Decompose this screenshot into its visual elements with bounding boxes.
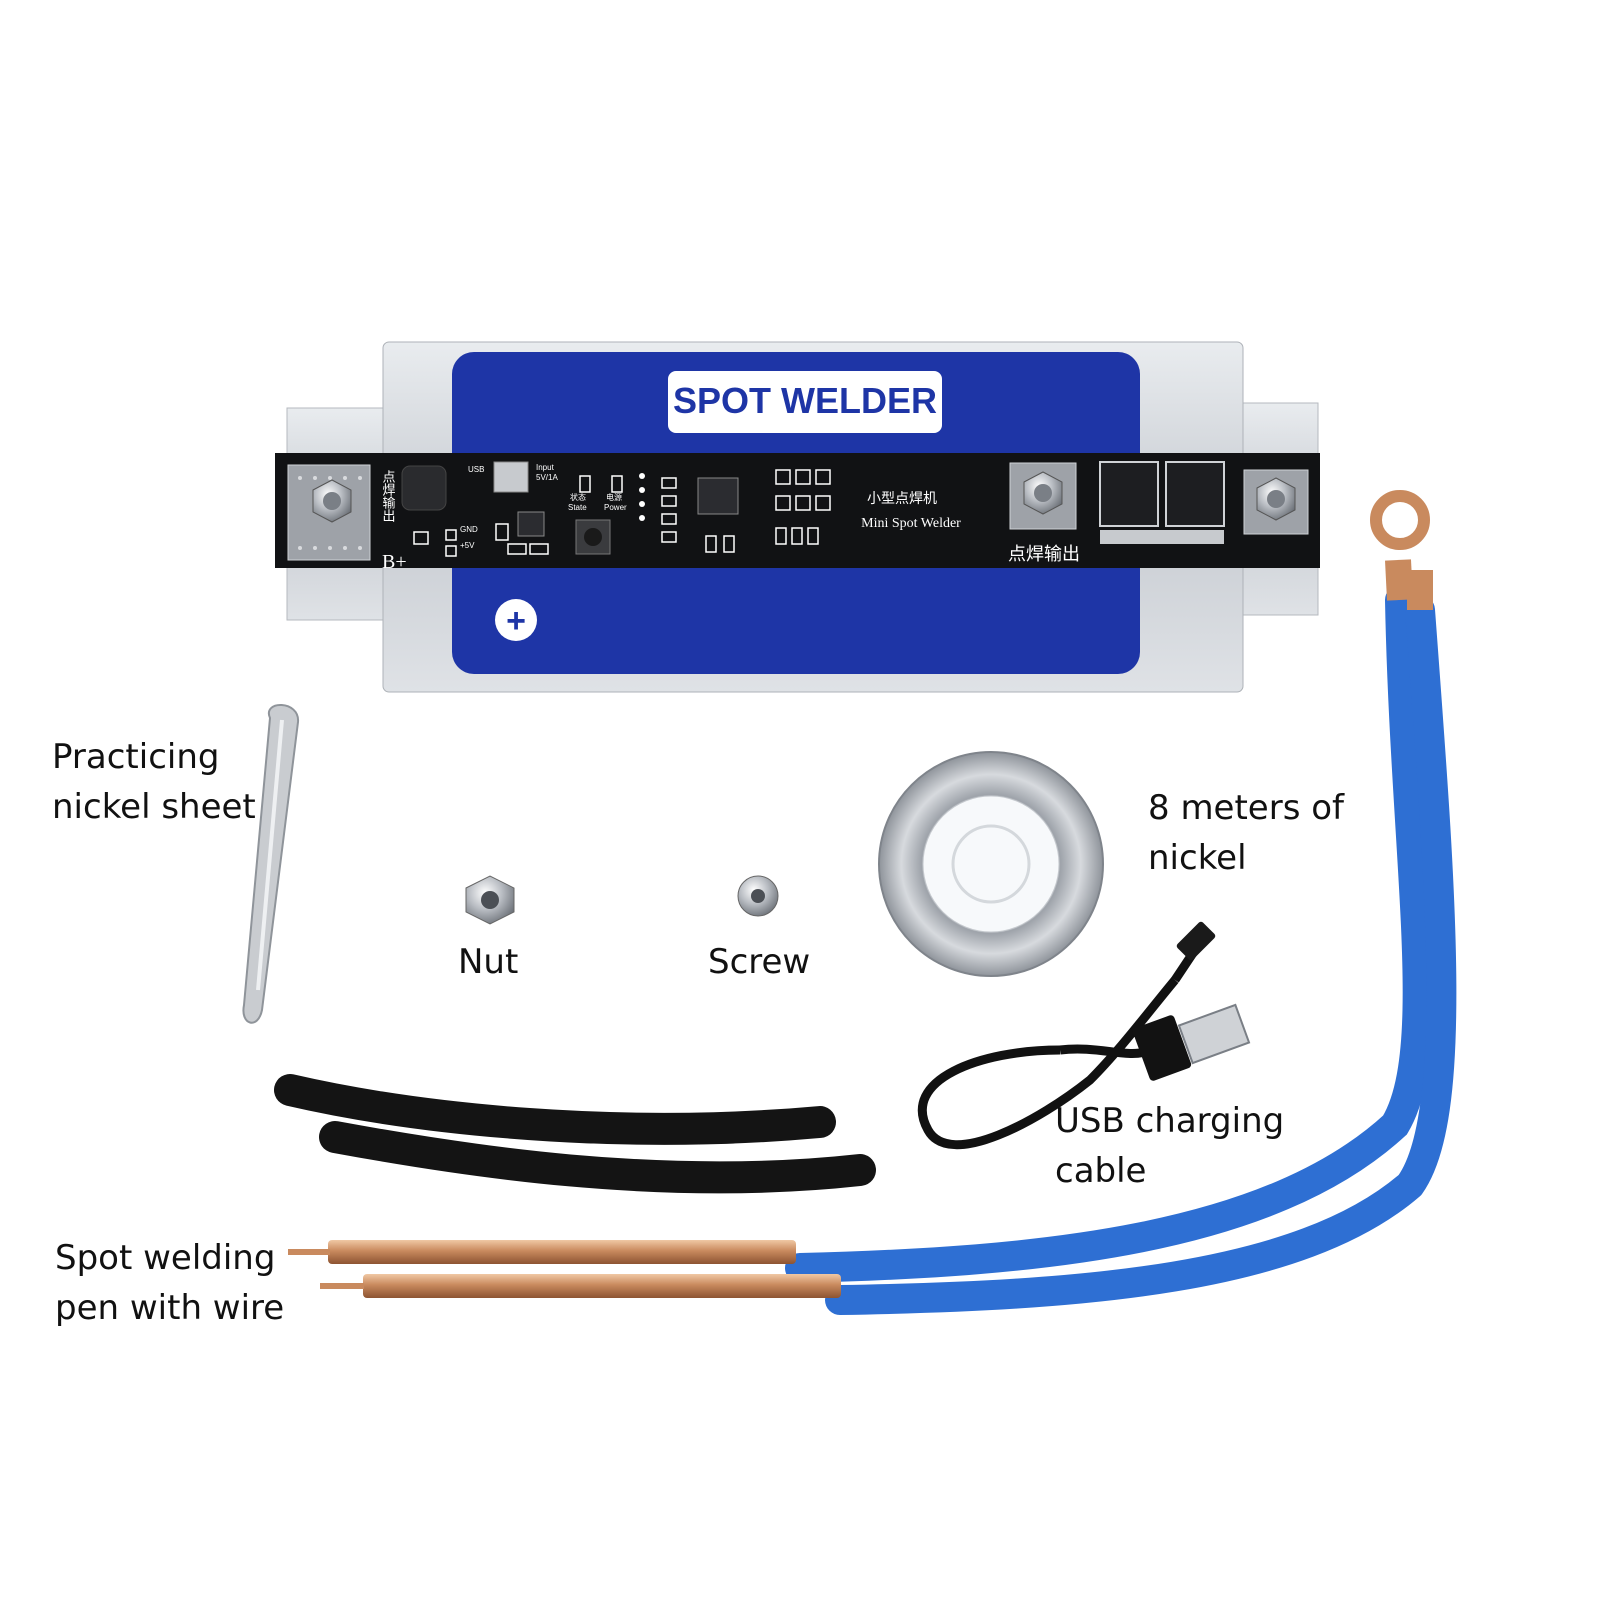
micro-usb-port bbox=[493, 461, 529, 493]
usb-a-plug-housing bbox=[1132, 1015, 1192, 1081]
usb-a-connector bbox=[1177, 1003, 1251, 1065]
screw-part bbox=[737, 875, 779, 917]
welding-wires bbox=[785, 490, 1457, 1315]
caption-pen-line-1: Spot welding bbox=[55, 1238, 276, 1278]
pcb-5v: +5V bbox=[460, 541, 475, 550]
pcb-state-cn: 状态 bbox=[570, 492, 586, 502]
ring-terminal bbox=[1370, 490, 1430, 550]
caption-practicing-nickel-sheet: Practicing nickel sheet bbox=[52, 732, 256, 832]
caption-nickel-roll: 8 meters of nickel bbox=[1148, 783, 1344, 883]
pcb-label-en: Mini Spot Welder bbox=[861, 516, 961, 531]
pcb-output-label: 点焊输出 bbox=[1008, 544, 1080, 564]
pcb-power-cn: 电源 bbox=[606, 492, 622, 502]
caption-screw-text: Screw bbox=[708, 942, 811, 982]
nut-part bbox=[465, 875, 515, 925]
caption-nickel-line-1: 8 meters of bbox=[1148, 788, 1344, 828]
caption-pen-line-2: pen with wire bbox=[55, 1288, 285, 1328]
pcb-input-text: Input bbox=[536, 463, 555, 472]
plus-terminal-mark bbox=[495, 599, 537, 641]
caption-screw: Screw bbox=[708, 937, 810, 987]
spot-welding-pen bbox=[288, 1240, 841, 1298]
mosfet-1 bbox=[1099, 461, 1159, 527]
mosfet-2 bbox=[1165, 461, 1225, 527]
pcb-gnd: GND bbox=[460, 525, 478, 534]
usb-charging-cable bbox=[917, 921, 1251, 1150]
heat-shrink-tubes bbox=[274, 1074, 876, 1194]
practicing-nickel-sheet bbox=[242, 704, 300, 1024]
caption-usb-line-1: USB charging bbox=[1055, 1101, 1285, 1141]
pcb-label-cn: 小型点焊机 bbox=[867, 491, 937, 507]
caption-welding-pen: Spot welding pen with wire bbox=[55, 1233, 284, 1333]
caption-practicing-line-2: nickel sheet bbox=[52, 787, 256, 827]
caption-practicing-line-1: Practicing bbox=[52, 737, 220, 777]
caption-nut: Nut bbox=[458, 937, 518, 987]
spot-welder-board: SPOT WELDER + 点焊输出 B+ USB Input 5V/1A 状态… bbox=[275, 341, 1320, 693]
pcb-usb-text: USB bbox=[468, 465, 484, 474]
caption-nickel-line-2: nickel bbox=[1148, 838, 1247, 878]
pcb-input-spec: 5V/1A bbox=[536, 473, 558, 482]
inductor bbox=[401, 465, 447, 511]
micro-usb-plug bbox=[1176, 921, 1216, 961]
pcb-power: Power bbox=[604, 503, 627, 512]
caption-nut-text: Nut bbox=[458, 942, 519, 982]
caption-usb-cable: USB charging cable bbox=[1055, 1096, 1284, 1196]
ic-chip-small bbox=[517, 511, 545, 537]
spot-welder-tag bbox=[668, 371, 942, 433]
output-label-vertical: 点焊输出 bbox=[381, 470, 396, 522]
pcb-state: State bbox=[568, 503, 587, 512]
caption-usb-line-2: cable bbox=[1055, 1151, 1147, 1191]
plus-sign: + bbox=[506, 602, 526, 640]
ic-chip bbox=[697, 477, 739, 515]
terminal-b-plus: B+ bbox=[382, 551, 407, 573]
spot-welder-title: SPOT WELDER bbox=[673, 380, 937, 421]
nickel-roll bbox=[878, 751, 1104, 977]
